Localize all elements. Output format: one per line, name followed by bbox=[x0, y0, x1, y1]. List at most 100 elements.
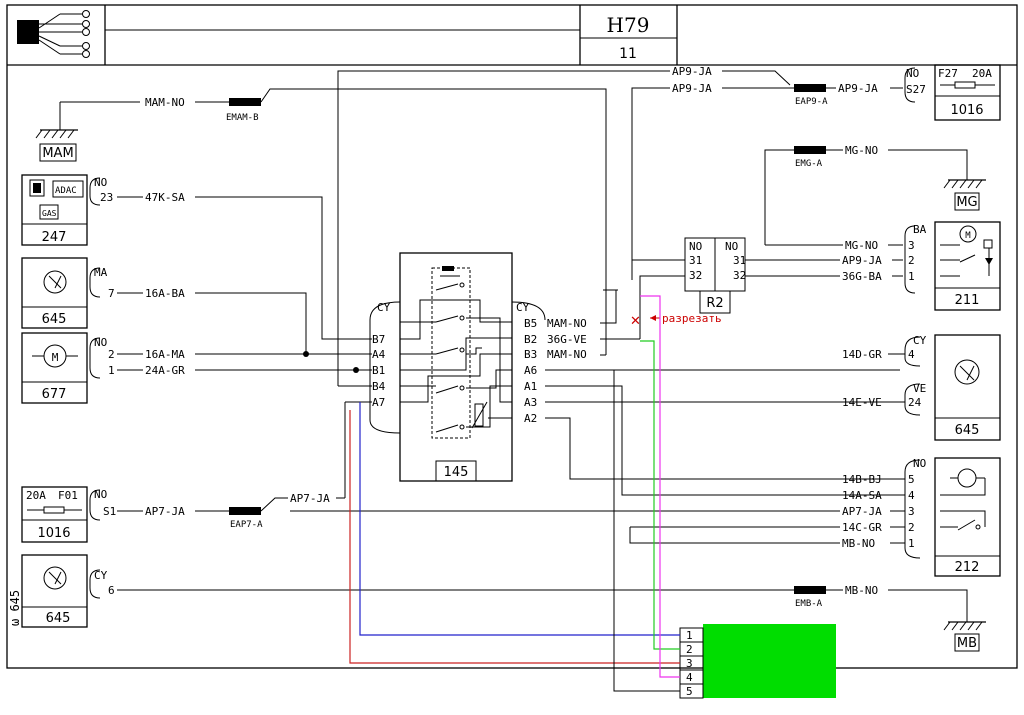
svg-text:2: 2 bbox=[686, 643, 693, 656]
connector-emb-a bbox=[794, 586, 826, 594]
svg-text:4: 4 bbox=[908, 489, 915, 502]
svg-text:1: 1 bbox=[686, 629, 693, 642]
diagram-code: H79 bbox=[607, 13, 650, 37]
cut-mark-icon: ✕ bbox=[630, 314, 641, 329]
wire-black-module bbox=[613, 370, 680, 692]
fuse-box-f27: NO S27 F27 20A 1016 bbox=[904, 64, 1001, 121]
component-645-label-b: 645 bbox=[46, 611, 71, 626]
wire-mb-no-ground: MB-NO bbox=[845, 584, 878, 597]
svg-text:ADAC: ADAC bbox=[55, 186, 77, 196]
wire-ap7-ja-212: AP7-JA bbox=[842, 505, 882, 518]
svg-text:24: 24 bbox=[908, 396, 922, 409]
wire-14d-gr: 14D-GR bbox=[842, 348, 882, 361]
connector-logo-icon bbox=[17, 10, 90, 58]
component-145-label: 145 bbox=[444, 465, 469, 480]
svg-text:BA: BA bbox=[913, 223, 927, 236]
wire-24a-gr: 24A-GR bbox=[145, 364, 185, 377]
svg-text:32: 32 bbox=[733, 269, 746, 282]
component-645-right: 645 bbox=[934, 334, 1001, 441]
svg-text:3: 3 bbox=[908, 239, 915, 252]
wire-mam-no: MAM-NO bbox=[145, 96, 185, 109]
svg-text:1: 1 bbox=[908, 537, 915, 550]
component-211: M 211 bbox=[934, 221, 1001, 311]
component-645-bottom: 645 ω 645 bbox=[8, 554, 88, 628]
fuel-pump-icon bbox=[29, 179, 45, 197]
svg-text:A2: A2 bbox=[524, 412, 537, 425]
svg-text:F01: F01 bbox=[58, 489, 78, 502]
component-r2: R2 NO NO 31 32 31 32 bbox=[684, 237, 746, 314]
svg-text:NO: NO bbox=[725, 240, 738, 253]
svg-text:20A: 20A bbox=[26, 489, 46, 502]
svg-text:31: 31 bbox=[689, 254, 702, 267]
svg-text:3: 3 bbox=[908, 505, 915, 518]
connector-eap9-a-label: EAP9-A bbox=[795, 97, 828, 107]
svg-text:M: M bbox=[52, 351, 59, 364]
svg-text:2: 2 bbox=[908, 521, 915, 534]
ground-mg-label: MG bbox=[956, 195, 977, 210]
added-module bbox=[703, 624, 836, 698]
component-211-label: 211 bbox=[955, 293, 980, 308]
svg-text:7: 7 bbox=[108, 287, 115, 300]
svg-text:4: 4 bbox=[686, 671, 693, 684]
svg-text:1: 1 bbox=[908, 270, 915, 283]
ground-mb: MB bbox=[943, 621, 986, 652]
component-212-label: 212 bbox=[955, 560, 980, 575]
svg-text:VE: VE bbox=[913, 382, 926, 395]
wire-mg-no-211: MG-NO bbox=[845, 239, 878, 252]
wire-ap9-ja-second: AP9-JA bbox=[672, 82, 712, 95]
wire-ap9-ja-top: AP9-JA bbox=[672, 65, 712, 78]
svg-text:A7: A7 bbox=[372, 396, 385, 409]
svg-text:A3: A3 bbox=[524, 396, 537, 409]
svg-text:M: M bbox=[965, 231, 971, 241]
ground-mg: MG bbox=[943, 179, 986, 211]
component-212: 212 bbox=[934, 457, 1001, 577]
component-1016-left: 1016 bbox=[37, 526, 70, 541]
connector-emg-a-label: EMG-A bbox=[795, 159, 823, 169]
component-145: 145 bbox=[399, 252, 513, 482]
wire-47k-sa: 47K-SA bbox=[145, 191, 185, 204]
wire-b2-36g-ve: 36G-VE bbox=[547, 333, 587, 346]
svg-text:NO: NO bbox=[94, 336, 107, 349]
svg-text:4: 4 bbox=[908, 348, 915, 361]
wire-16a-ma: 16A-MA bbox=[145, 348, 185, 361]
svg-text:GAS: GAS bbox=[42, 209, 57, 218]
fuse-box-f01: 20A F01 1016 bbox=[21, 486, 88, 543]
connector-emam-b-label: EMAM-B bbox=[226, 113, 259, 123]
component-1016-top: 1016 bbox=[950, 103, 983, 118]
svg-text:CY: CY bbox=[516, 301, 530, 314]
svg-text:2: 2 bbox=[908, 254, 915, 267]
svg-text:B5: B5 bbox=[524, 317, 537, 330]
component-247: ADAC GAS 247 bbox=[21, 174, 88, 246]
svg-text:CY: CY bbox=[94, 569, 108, 582]
wire-ap7-ja-upper: AP7-JA bbox=[290, 492, 330, 505]
component-645-label-c: 645 bbox=[955, 423, 980, 438]
component-645-left-top: 645 bbox=[21, 257, 88, 329]
svg-text:A6: A6 bbox=[524, 364, 537, 377]
svg-text:B1: B1 bbox=[372, 364, 385, 377]
wire-ap7-ja-left: AP7-JA bbox=[145, 505, 185, 518]
component-645-label-a: 645 bbox=[42, 312, 67, 327]
wire-b5-mam-no: MAM-NO bbox=[547, 317, 587, 330]
wire-36g-ba: 36G-BA bbox=[842, 270, 882, 283]
ground-mam-label: MAM bbox=[42, 146, 73, 161]
svg-text:NO: NO bbox=[906, 67, 919, 80]
svg-text:NO: NO bbox=[689, 240, 702, 253]
svg-text:20A: 20A bbox=[972, 67, 992, 80]
wire-mb-no-212: MB-NO bbox=[842, 537, 875, 550]
wire-14b-bj: 14B-BJ bbox=[842, 473, 882, 486]
wire-ap9-ja-211: AP9-JA bbox=[842, 254, 882, 267]
connector-eap9-a bbox=[794, 84, 826, 92]
svg-text:1: 1 bbox=[108, 364, 115, 377]
svg-text:B4: B4 bbox=[372, 380, 386, 393]
wire-14c-gr: 14C-GR bbox=[842, 521, 882, 534]
wire-ap9-ja-fuse: AP9-JA bbox=[838, 82, 878, 95]
svg-text:NO: NO bbox=[94, 488, 107, 501]
svg-text:5: 5 bbox=[908, 473, 915, 486]
svg-text:MA: MA bbox=[94, 266, 108, 279]
svg-text:2: 2 bbox=[108, 348, 115, 361]
svg-text:CY: CY bbox=[913, 334, 927, 347]
component-247-label: 247 bbox=[42, 230, 67, 245]
wire-14a-sa: 14A-SA bbox=[842, 489, 882, 502]
svg-text:A4: A4 bbox=[372, 348, 386, 361]
outer-frame bbox=[6, 4, 1018, 669]
